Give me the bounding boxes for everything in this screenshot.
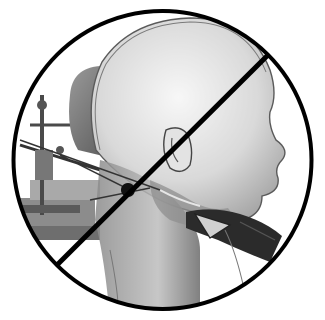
prohibition-illustration — [0, 0, 325, 320]
illustration-svg — [0, 0, 325, 320]
